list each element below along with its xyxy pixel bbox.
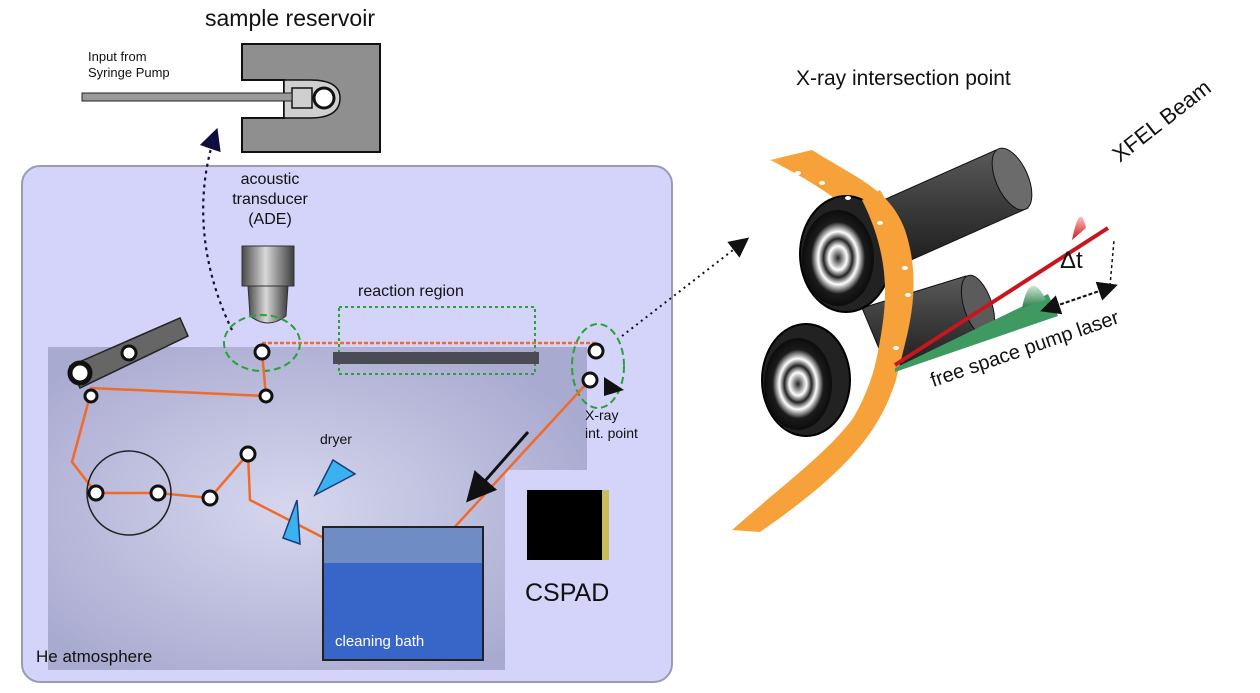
sample-reservoir bbox=[241, 43, 381, 153]
he-atmosphere-label: He atmosphere bbox=[36, 647, 153, 666]
input-line1-label: Input from bbox=[88, 49, 147, 64]
cspad-label: CSPAD bbox=[525, 579, 610, 607]
delta-t-marker bbox=[1109, 239, 1115, 287]
xray-int-line1-label: X-ray bbox=[585, 407, 619, 423]
acoustic-line3-label: (ADE) bbox=[248, 211, 292, 228]
acoustic-line1-label: acoustic bbox=[240, 171, 300, 188]
tape-front bbox=[852, 190, 909, 430]
dryer-label: dryer bbox=[320, 431, 352, 447]
reaction-bar bbox=[333, 352, 539, 364]
input-line2-label: Syringe Pump bbox=[88, 65, 170, 80]
xfel-beam bbox=[893, 226, 1110, 367]
feed-arrow bbox=[199, 127, 233, 331]
zoom-arrow bbox=[621, 237, 750, 337]
lower-roller bbox=[761, 323, 851, 437]
xray-highlight bbox=[571, 323, 625, 409]
sample-droplets bbox=[795, 171, 911, 350]
tape-ribbon bbox=[732, 150, 914, 532]
xray-intersection-label: X-ray intersection point bbox=[796, 67, 1011, 90]
pump-laser bbox=[895, 294, 1058, 372]
dryer bbox=[282, 458, 357, 546]
xray-int-line2-label: int. point bbox=[585, 425, 638, 441]
cleaning-bath bbox=[322, 526, 484, 661]
syringe-input-line bbox=[81, 92, 293, 102]
tape-reel bbox=[86, 450, 172, 536]
cspad-detector bbox=[527, 490, 609, 560]
delta-t-label: Δt bbox=[1060, 247, 1083, 274]
sample-reservoir-label: sample reservoir bbox=[205, 5, 375, 31]
reaction-region-label: reaction region bbox=[358, 283, 464, 300]
cleaning-bath-label: cleaning bath bbox=[335, 633, 425, 650]
tape-direction-arrow bbox=[466, 431, 530, 503]
acoustic-transducer bbox=[241, 245, 295, 324]
xray-beam-arrow bbox=[604, 377, 624, 396]
acoustic-line2-label: transducer bbox=[232, 191, 308, 208]
reaction-region-box bbox=[338, 306, 536, 375]
xfel-pulse bbox=[1072, 216, 1086, 240]
laser-pulse bbox=[1022, 285, 1046, 308]
upper-roller bbox=[799, 195, 893, 313]
